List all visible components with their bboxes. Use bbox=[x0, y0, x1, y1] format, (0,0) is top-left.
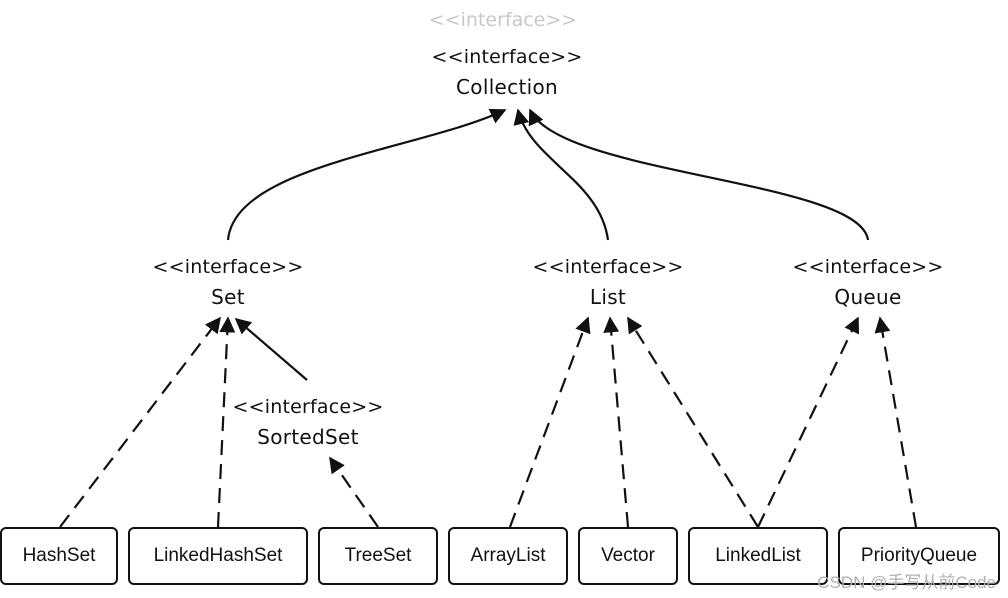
edge-priorityqueue-queue bbox=[874, 316, 918, 528]
list-stereotype: <<interface>> bbox=[532, 256, 684, 278]
ghost-header-text: <<interface>> bbox=[428, 9, 578, 31]
set-stereotype: <<interface>> bbox=[152, 256, 304, 278]
vector-box: Vector bbox=[578, 527, 678, 585]
linkedhashset-box: LinkedHashSet bbox=[128, 527, 308, 585]
edge-treeset-sortedset bbox=[329, 456, 379, 528]
set-interface-name: Set bbox=[211, 285, 245, 309]
edge-vector-list bbox=[603, 316, 630, 528]
hashset-box: HashSet bbox=[0, 527, 118, 585]
sortedset-stereotype: <<interface>> bbox=[232, 396, 384, 418]
edge-sortedset-set bbox=[234, 317, 308, 381]
list-interface-name: List bbox=[589, 285, 627, 309]
queue-interface-name: Queue bbox=[834, 285, 902, 309]
arraylist-box: ArrayList bbox=[448, 527, 568, 585]
edge-linkedlist-list bbox=[627, 316, 759, 528]
collection-interface-name: Collection bbox=[456, 75, 558, 99]
edge-queue-collection bbox=[528, 108, 870, 241]
edge-linkedlist-queue bbox=[757, 316, 860, 528]
edge-set-collection bbox=[226, 108, 507, 241]
watermark-text: CSDN @手写从前Code bbox=[817, 573, 996, 592]
edge-list-collection bbox=[513, 108, 610, 241]
treeset-box: TreeSet bbox=[318, 527, 438, 585]
collection-stereotype: <<interface>> bbox=[431, 46, 583, 68]
linkedlist-box: LinkedList bbox=[688, 527, 828, 585]
priorityqueue-box: PriorityQueue bbox=[838, 527, 1000, 585]
edge-hashset-set bbox=[59, 316, 221, 528]
edge-linkedhashset-set bbox=[216, 316, 236, 528]
queue-stereotype: <<interface>> bbox=[792, 256, 944, 278]
sortedset-interface-name: SortedSet bbox=[257, 425, 359, 449]
edge-arraylist-list bbox=[508, 316, 591, 528]
